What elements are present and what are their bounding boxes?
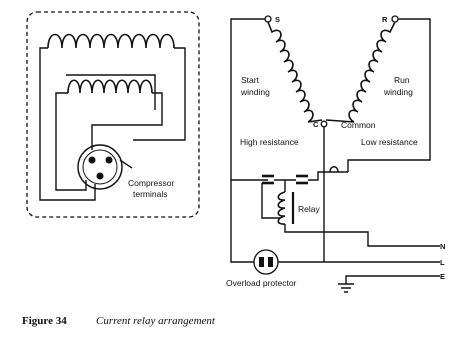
start-winding-label-line2: winding [240, 87, 270, 97]
common-label: Common [341, 120, 376, 130]
terminal-s-label: S [275, 15, 280, 24]
inner-winding-lead-top [66, 74, 156, 110]
compressor-housing-dashed-box [26, 11, 200, 218]
terminal-c-node [320, 120, 328, 128]
inner-winding-lead-left [55, 92, 87, 191]
compressor-label-line2: terminals [133, 189, 167, 199]
overload-protector-label: Overload protector [226, 278, 297, 288]
common-wire [323, 127, 440, 263]
figure-number: Figure 34 [22, 315, 67, 327]
run-winding-label-line2: winding [383, 87, 413, 97]
inner-winding-lead-right [91, 92, 163, 150]
run-winding-coil [325, 21, 396, 123]
overload-protector-body [253, 249, 279, 275]
inner-winding-coil [67, 79, 153, 94]
outer-winding-lead-left [39, 47, 96, 201]
start-winding-label-line1: Start [241, 75, 260, 85]
start-winding-coil [267, 21, 323, 123]
supply-l-label: L [440, 258, 445, 267]
terminal-pin-1 [88, 156, 96, 164]
relay-side-loop [261, 183, 280, 219]
relay-label: Relay [298, 204, 320, 214]
supply-n-label: N [440, 242, 445, 251]
supply-e-label: E [440, 272, 445, 281]
outer-winding-coil [47, 33, 175, 49]
relay-coil [277, 191, 286, 225]
start-terminal-wire [230, 18, 268, 181]
overload-left-wire [230, 180, 254, 263]
low-resistance-label: Low resistance [361, 137, 418, 147]
run-winding-label-line1: Run [394, 75, 410, 85]
relay-to-run-wire [308, 171, 348, 181]
relay-coil-bottom-lead [284, 224, 440, 247]
terminal-pin-2 [105, 156, 113, 164]
earth-wire [345, 275, 440, 284]
terminal-c-label: C [313, 120, 319, 129]
outer-winding-lead-right [133, 47, 186, 141]
terminal-pin-3 [96, 172, 104, 180]
terminal-block-outer-ring [77, 144, 123, 190]
terminal-r-label: R [382, 15, 388, 24]
wire-crossover-hump [329, 166, 339, 173]
terminal-s-node [264, 15, 272, 23]
overload-contact-right [268, 257, 273, 267]
terminal-label-leader [119, 159, 133, 169]
run-terminal-wire [347, 18, 431, 172]
figure-caption: Current relay arrangement [96, 315, 216, 327]
terminal-r-node [391, 15, 399, 23]
high-resistance-label: High resistance [240, 137, 299, 147]
compressor-label-line1: Compressor [128, 178, 174, 188]
terminal-block-inner-ring [82, 149, 118, 185]
overload-contact-left [259, 257, 264, 267]
earth-symbol [338, 283, 354, 293]
